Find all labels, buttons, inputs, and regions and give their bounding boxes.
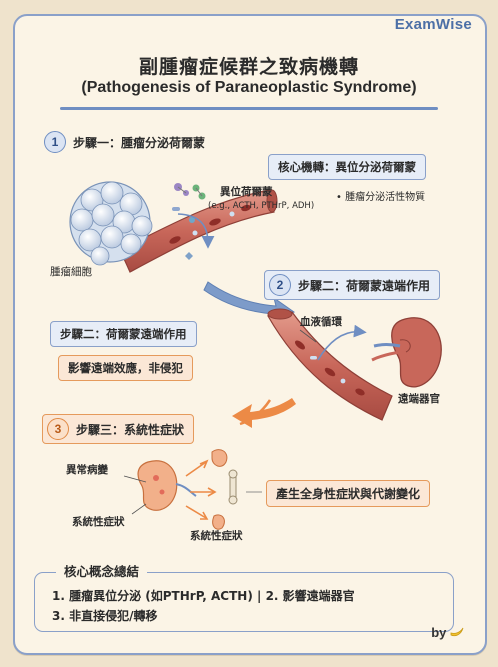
step1-number-badge: 1 bbox=[44, 131, 66, 153]
banana-icon bbox=[450, 627, 464, 637]
title-underline bbox=[60, 107, 438, 110]
kidney-distant-organ bbox=[371, 317, 442, 388]
step3-number-badge: 3 bbox=[47, 418, 69, 440]
transfer-arrow-2b bbox=[239, 399, 272, 426]
secretion-bullet: • 腫瘤分泌活性物質 bbox=[336, 192, 426, 203]
step2-heading: 2 步驟二：荷爾蒙遠端作用 bbox=[264, 270, 441, 300]
systemic-pointer-1 bbox=[131, 503, 147, 515]
signature-text: by bbox=[431, 625, 447, 640]
summary-title: 核心概念總結 bbox=[56, 561, 148, 580]
abnormal-lesion-label: 異常病變 bbox=[66, 464, 108, 476]
circulation-label: 血液循環 bbox=[300, 316, 342, 328]
summary-line-2: 3. 非直接侵犯/轉移 bbox=[52, 609, 158, 623]
systemic-symptom-label-2: 系統性症狀 bbox=[190, 530, 243, 542]
step2-heading-text: 步驟二：荷爾蒙遠端作用 bbox=[298, 278, 431, 293]
signature: by bbox=[431, 625, 464, 640]
distant-organ-label: 遠端器官 bbox=[398, 393, 440, 405]
result-tag: 產生全身性症狀與代謝變化 bbox=[266, 480, 431, 507]
blood-vessel-upper bbox=[119, 189, 278, 273]
circulation-arrow bbox=[317, 324, 367, 361]
step3-heading: 3 步驟三：系統性症狀 bbox=[42, 414, 195, 444]
affected-organ bbox=[137, 460, 197, 511]
step1-heading-text: 步驟一：腫瘤分泌荷爾蒙 bbox=[73, 135, 206, 150]
core-mechanism-tag: 核心機轉：異位分泌荷爾蒙 bbox=[268, 154, 426, 180]
circulation-pointer bbox=[299, 329, 317, 343]
step3-heading-text: 步驟三：系統性症狀 bbox=[76, 422, 185, 437]
step2-number-badge: 2 bbox=[269, 274, 291, 296]
secretion-arrow bbox=[177, 213, 215, 249]
step1-heading: 1 步驟一：腫瘤分泌荷爾蒙 bbox=[44, 131, 205, 153]
title-chinese: 副腫瘤症候群之致病機轉 bbox=[138, 56, 359, 78]
step2-heading-left: 步驟二：荷爾蒙遠端作用 bbox=[50, 321, 197, 347]
systemic-symptom-label-1: 系統性症狀 bbox=[72, 516, 125, 528]
symptom-icons bbox=[211, 449, 238, 530]
systemic-spread-arrows bbox=[185, 459, 217, 520]
tumor-cell-cluster bbox=[69, 181, 153, 266]
effect-tag: 影響遠端效應，非侵犯 bbox=[58, 355, 193, 381]
hormone-label: 異位荷爾蒙 bbox=[220, 186, 273, 198]
blood-vessel-lower bbox=[267, 308, 393, 421]
hormone-particles bbox=[172, 183, 206, 260]
tumor-cell-label: 腫瘤細胞 bbox=[50, 266, 92, 278]
hormone-examples: (e.g., ACTH, PTHrP, ADH) bbox=[208, 201, 315, 211]
abnormal-pointer bbox=[123, 475, 147, 483]
summary-box bbox=[34, 572, 454, 632]
brand-logo: ExamWise bbox=[394, 16, 472, 33]
summary-line-1: 1. 腫瘤異位分泌 (如PTHrP, ACTH) | 2. 影響遠端器官 bbox=[52, 589, 355, 603]
title-english: (Pathogenesis of Paraneoplastic Syndrome… bbox=[81, 79, 417, 96]
